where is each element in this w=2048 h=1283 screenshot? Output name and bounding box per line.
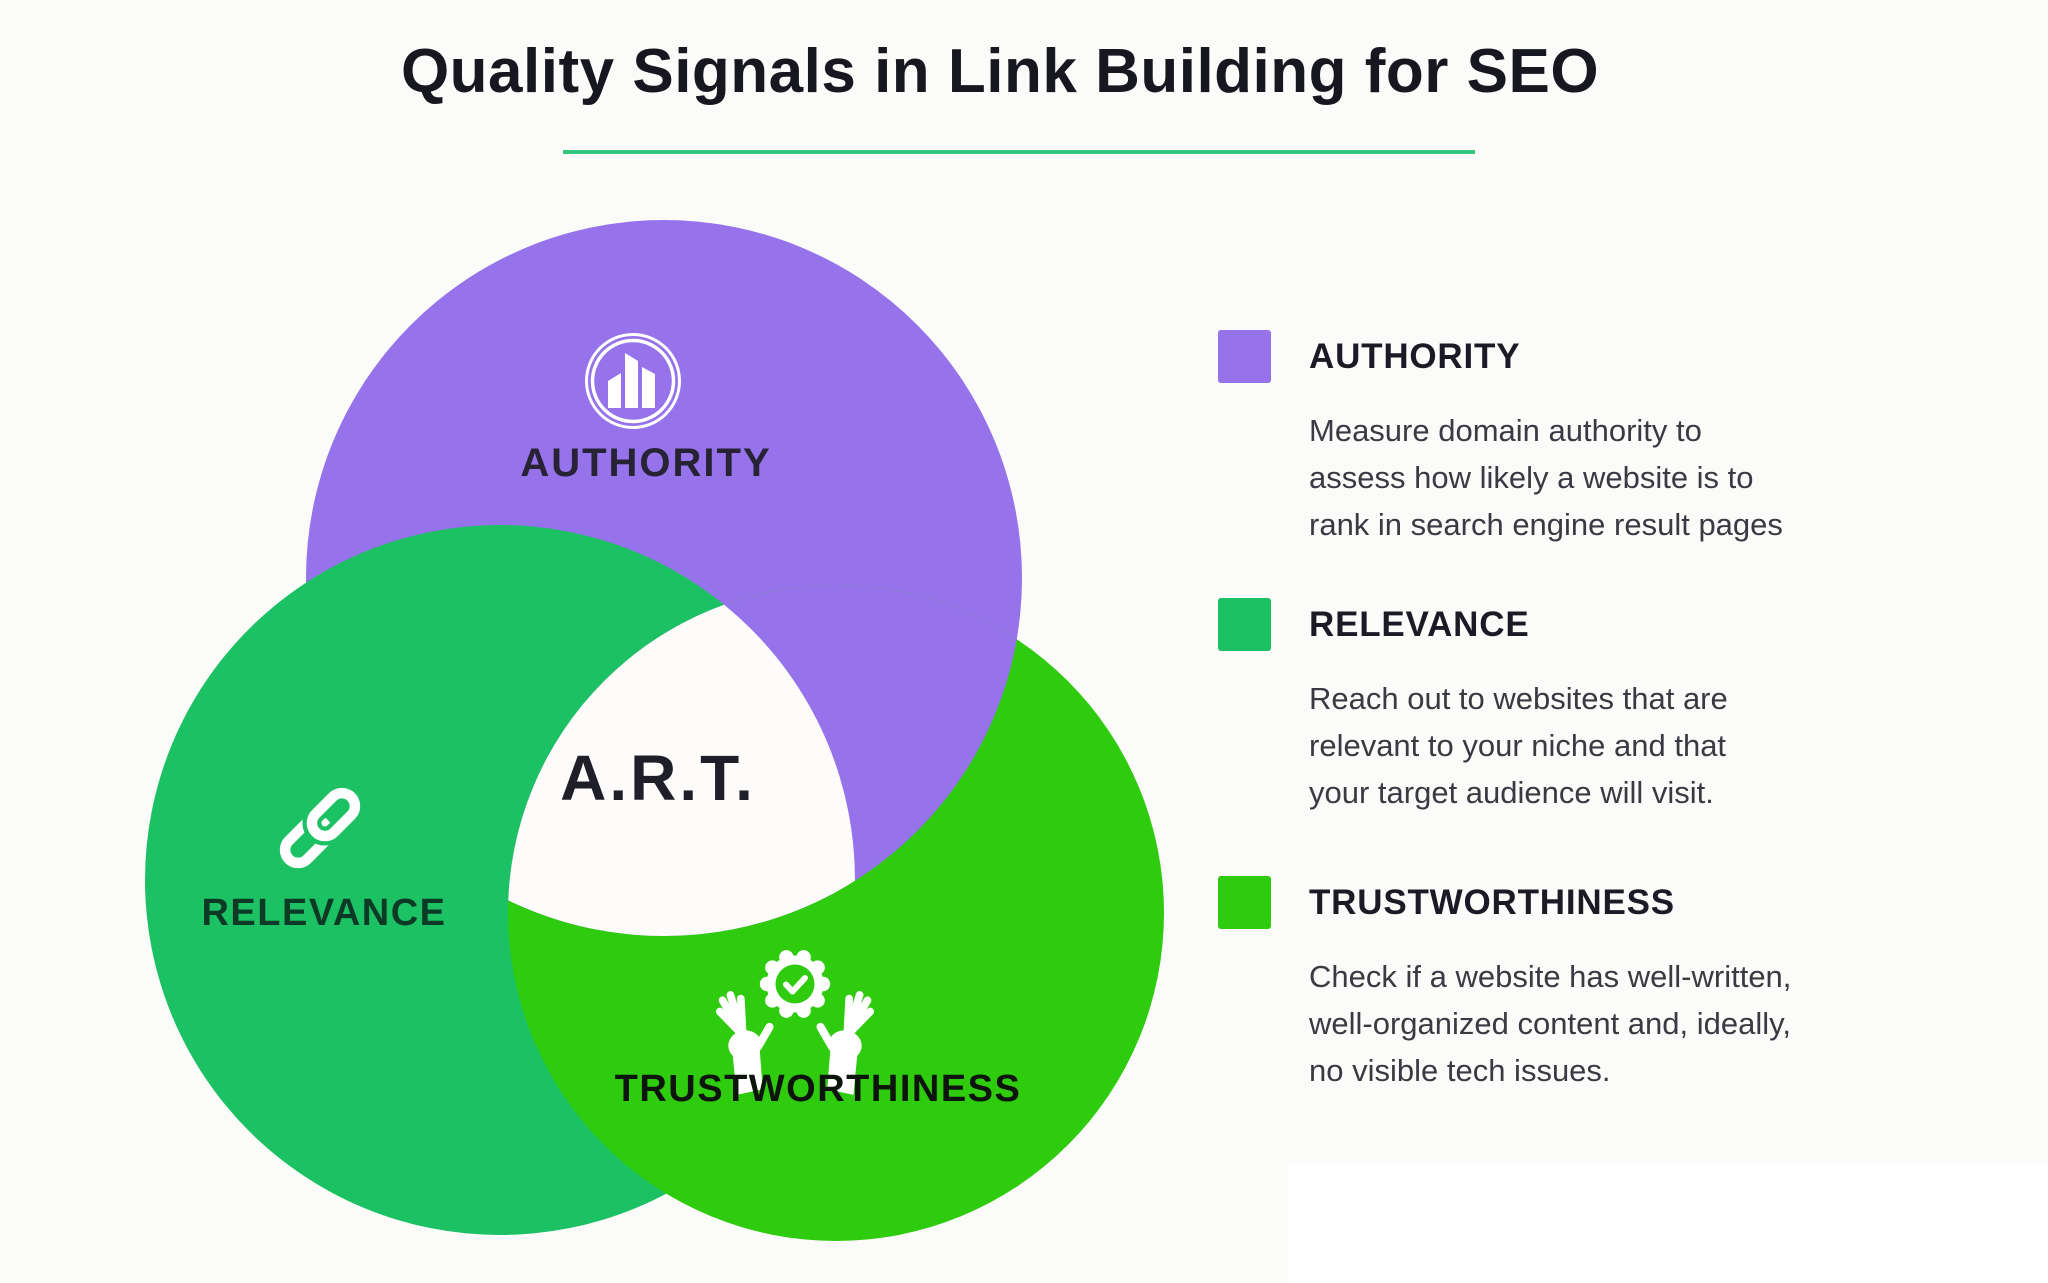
center-label: A.R.T. [560, 742, 756, 814]
legend-item-relevance: RELEVANCE Reach out to websites that are… [1218, 598, 1988, 816]
buildings-icon [585, 333, 681, 429]
legend-item-title: RELEVANCE [1309, 604, 1530, 644]
description-line: Check if a website has well-written, [1309, 959, 1792, 994]
title-underline [563, 150, 1475, 154]
relevance-swatch [1218, 598, 1271, 651]
legend-item-description: Measure domain authority to assess how l… [1309, 407, 1988, 548]
description-line: your target audience will visit. [1309, 775, 1714, 810]
description-line: rank in search engine result pages [1309, 507, 1783, 542]
legend-item-description: Reach out to websites that are relevant … [1309, 675, 1988, 816]
page-title: Quality Signals in Link Building for SEO [400, 37, 1600, 106]
check-badge-icon [759, 950, 831, 1018]
relevance-circle-label: RELEVANCE [201, 892, 446, 934]
description-line: well-organized content and, ideally, [1309, 1006, 1791, 1041]
description-line: Reach out to websites that are [1309, 681, 1728, 716]
description-line: Measure domain authority to [1309, 413, 1702, 448]
authority-swatch [1218, 330, 1271, 383]
background-corner [1288, 1163, 2048, 1283]
authority-over-trust-patch [508, 585, 1022, 936]
legend-item-description: Check if a website has well-written, wel… [1309, 953, 1988, 1094]
legend-item-trustworthiness: TRUSTWORTHINESS Check if a website has w… [1218, 876, 1988, 1094]
legend-item-authority: AUTHORITY Measure domain authority to as… [1218, 330, 1988, 548]
legend-item-title: AUTHORITY [1309, 336, 1521, 376]
authority-circle-label: AUTHORITY [520, 441, 771, 485]
description-line: assess how likely a website is to [1309, 460, 1754, 495]
description-line: relevant to your niche and that [1309, 728, 1727, 763]
trustworthiness-circle-label: TRUSTWORTHINESS [615, 1068, 1022, 1110]
chain-link-icon [279, 783, 365, 869]
description-line: no visible tech issues. [1309, 1053, 1611, 1088]
legend-item-title: TRUSTWORTHINESS [1309, 882, 1675, 922]
hands-badge-icon [710, 950, 880, 1096]
trustworthiness-swatch [1218, 876, 1271, 929]
